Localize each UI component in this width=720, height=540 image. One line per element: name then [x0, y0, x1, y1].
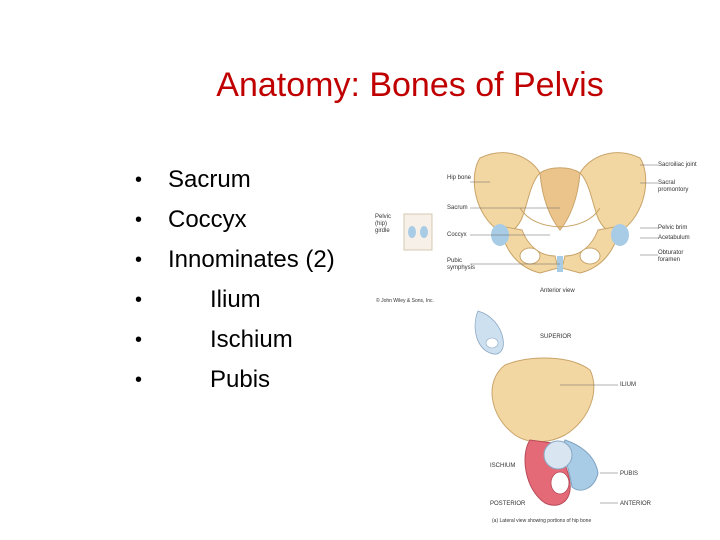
label-obturator-foramen: Obturator foramen: [658, 250, 684, 263]
bullet-text: Ischium: [210, 326, 293, 353]
bullet-text: Innominates (2): [168, 246, 335, 273]
pelvis-leader-lines: [470, 164, 658, 265]
copyright-text: © John Wiley & Sons, Inc.: [376, 298, 434, 304]
label-posterior: POSTERIOR: [490, 501, 526, 507]
bullet-text: Ilium: [210, 286, 261, 313]
pelvis-caption: Anterior view: [540, 288, 575, 294]
label-sacral-promontory: Sacral promontory: [658, 180, 689, 193]
label-sacrum: Sacrum: [447, 205, 468, 211]
label-hip-bone: Hip bone: [447, 175, 472, 181]
bullet-marker: •: [135, 329, 143, 351]
label-ilium: ILIUM: [620, 382, 637, 388]
label-pelvic-brim: Pelvic brim: [658, 225, 688, 231]
label-pubis: PUBIS: [620, 471, 639, 477]
label-coccyx: Coccyx: [447, 232, 467, 238]
label-sacroiliac-joint: Sacroiliac joint: [658, 162, 697, 168]
label-anterior: ANTERIOR: [620, 501, 652, 507]
pelvic-girdle-inset: [403, 213, 433, 251]
bullet-marker: •: [135, 249, 143, 271]
bullet-text: Sacrum: [168, 166, 251, 193]
bullet-marker: •: [135, 209, 143, 231]
hip-leader-lines: [560, 384, 618, 504]
label-pubic-symphysis: Pubic symphysis: [447, 258, 476, 271]
label-superior: SUPERIOR: [540, 334, 572, 340]
bullet-marker: •: [135, 289, 143, 311]
hip-bone-lateral-illustration: [474, 310, 599, 506]
label-acetabulum: Acetabulum: [658, 235, 690, 241]
label-ischium: ISCHIUM: [490, 463, 516, 469]
hip-caption: (a) Lateral view showing portions of hip…: [492, 518, 592, 524]
pelvis-anterior-illustration: [473, 152, 647, 274]
bullet-text: Coccyx: [168, 206, 247, 233]
slide-title: Anatomy: Bones of Pelvis: [216, 66, 604, 104]
bullet-marker: •: [135, 169, 143, 191]
label-pelvic-girdle: Pelvic (hip) girdle: [375, 214, 392, 234]
bullet-marker: •: [135, 369, 143, 391]
bullet-text: Pubis: [210, 366, 271, 393]
